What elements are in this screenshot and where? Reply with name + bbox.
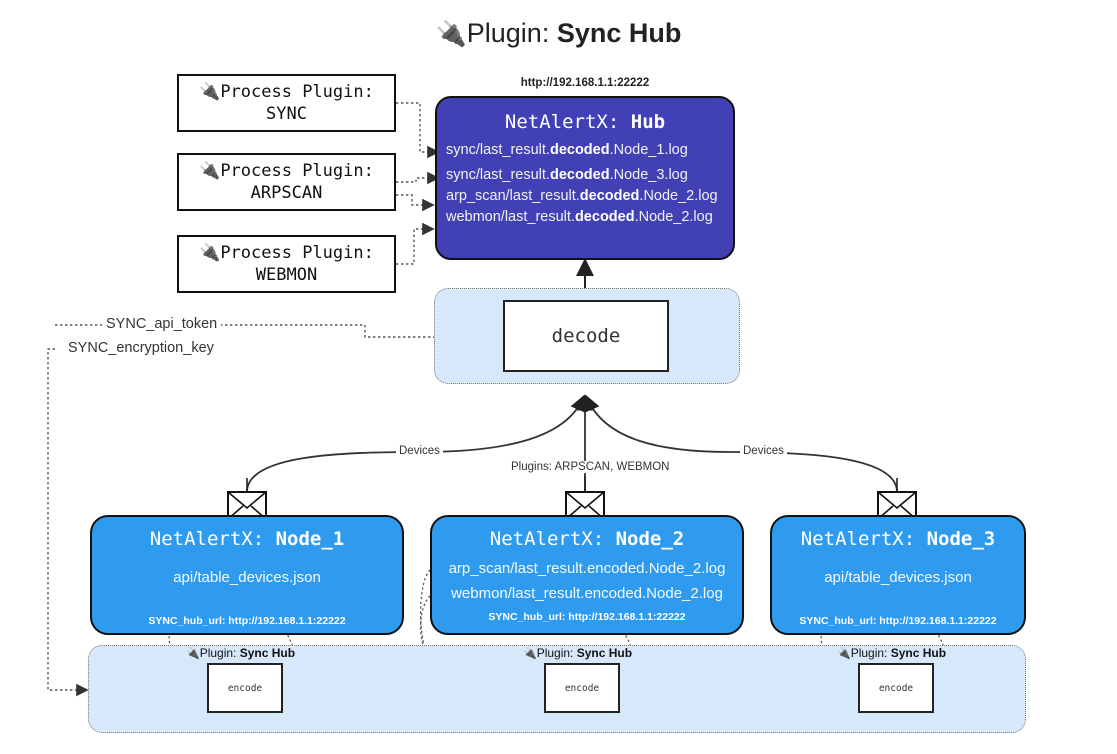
edge-label-plugins-center: Plugins: ARPSCAN, WEBMON [508, 461, 673, 473]
sync-api-token-label: SYNC_api_token [102, 316, 222, 332]
node-title: NetAlertX: Node_1 [149, 528, 345, 550]
decode-box[interactable]: decode [503, 300, 669, 372]
page-title: 🔌Plugin: Sync Hub [0, 18, 1117, 49]
hub-log-line: sync/last_result.decoded.Node_3.log [446, 167, 688, 183]
sync-encryption-key-label: SYNC_encryption_key [64, 340, 218, 356]
plug-icon: 🔌 [837, 648, 851, 660]
node-url: SYNC_hub_url: http://192.168.1.1:22222 [799, 615, 997, 627]
encode-box-node-1[interactable]: encode [207, 663, 283, 713]
node-box-node-3[interactable]: NetAlertX: Node_3 api/table_devices.json… [770, 515, 1026, 635]
encode-box-node-2[interactable]: encode [544, 663, 620, 713]
encoder-plugin-label-1: 🔌Plugin: Sync Hub [186, 646, 296, 660]
encoder-plugin-label-2: 🔌Plugin: Sync Hub [523, 646, 633, 660]
node-line: arp_scan/last_result.encoded.Node_2.log [448, 560, 726, 577]
process-plugin-label: Process Plugin: [220, 242, 374, 263]
encoder-plugin-label-3: 🔌Plugin: Sync Hub [837, 646, 947, 660]
node-url: SYNC_hub_url: http://192.168.1.1:22222 [488, 611, 686, 623]
decode-label: decode [551, 325, 621, 347]
edge-label-devices-left: Devices [396, 445, 443, 457]
encode-label: encode [878, 682, 914, 694]
encode-label: encode [564, 682, 600, 694]
hub-title: NetAlertX: Hub [504, 111, 666, 133]
process-plugin-label: Process Plugin: [220, 160, 374, 181]
hub-log-line: webmon/last_result.decoded.Node_2.log [446, 209, 713, 225]
encode-label: encode [227, 682, 263, 694]
node-line: api/table_devices.json [824, 569, 972, 586]
plug-icon: 🔌 [435, 20, 467, 48]
plug-icon: 🔌 [523, 648, 537, 660]
hub-log-line: arp_scan/last_result.decoded.Node_2.log [446, 188, 718, 204]
process-plugin-arpscan[interactable]: 🔌Process Plugin: ARPSCAN [177, 153, 396, 211]
hub-box[interactable]: NetAlertX: Hub sync/last_result.decoded.… [435, 96, 735, 260]
node-box-node-2[interactable]: NetAlertX: Node_2 arp_scan/last_result.e… [430, 515, 744, 635]
node-url: SYNC_hub_url: http://192.168.1.1:22222 [148, 615, 346, 627]
hub-url: http://192.168.1.1:22222 [520, 77, 650, 89]
node-title: NetAlertX: Node_2 [489, 528, 685, 550]
plug-icon: 🔌 [186, 648, 200, 660]
edge-label-devices-right: Devices [740, 445, 787, 457]
page-title-name: Sync Hub [556, 18, 682, 48]
process-plugin-webmon[interactable]: 🔌Process Plugin: WEBMON [177, 235, 396, 293]
node-title: NetAlertX: Node_3 [800, 528, 996, 550]
node-box-node-1[interactable]: NetAlertX: Node_1 api/table_devices.json… [90, 515, 404, 635]
process-plugin-sync[interactable]: 🔌Process Plugin: SYNC [177, 74, 396, 132]
plug-icon: 🔌 [199, 242, 221, 263]
plug-icon: 🔌 [199, 160, 221, 181]
node-line: webmon/last_result.encoded.Node_2.log [451, 585, 723, 602]
process-plugin-name: ARPSCAN [250, 183, 323, 203]
process-plugin-label: Process Plugin: [220, 81, 374, 102]
process-plugin-name: SYNC [266, 104, 307, 124]
node-line: api/table_devices.json [173, 569, 321, 586]
hub-log-line: sync/last_result.decoded.Node_1.log [446, 142, 688, 158]
plug-icon: 🔌 [199, 81, 221, 102]
encode-box-node-3[interactable]: encode [858, 663, 934, 713]
process-plugin-name: WEBMON [255, 265, 318, 285]
page-title-prefix: Plugin: [466, 18, 557, 48]
